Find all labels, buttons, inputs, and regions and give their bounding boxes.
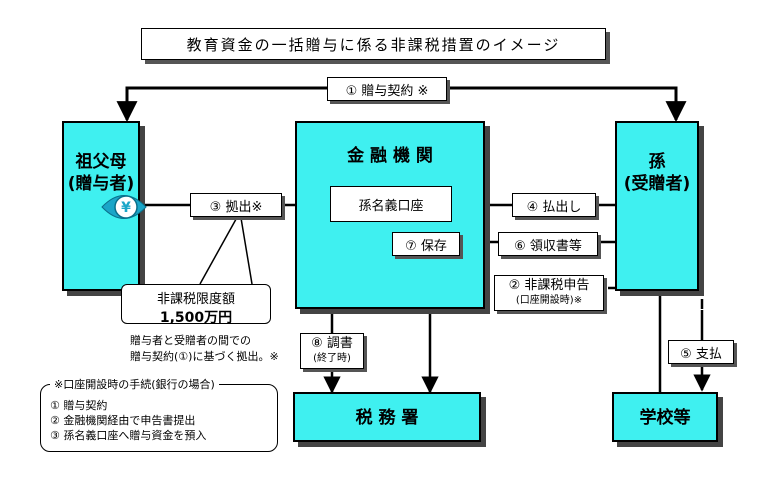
grandchild-panel [615,121,699,291]
yen-symbol: ¥ [121,200,131,216]
procedure-items: ① 贈与契約 ② 金融機関経由で申告書提出 ③ 孫名義口座へ贈与資金を預入 [50,399,207,442]
procedure-title: ※口座開設時の手続(銀行の場合) [50,376,219,392]
school-panel [612,392,718,442]
step-payment: ⑤ 支払 [668,340,734,364]
declaration-sublabel: (口座開設時)※ [515,295,583,306]
step-contract: ① 贈与契約 ※ [327,77,447,101]
contract-note: 贈与者と受贈者の間での 贈与契約(①)に基づく拠出。※ [130,334,279,363]
yen-coin-icon: ¥ [101,195,147,219]
grandparent-label: 祖父母 (贈与者) [67,152,135,194]
limit-label: 非課税限度額 [156,292,235,307]
step-report: ⑧ 調書 (終了時) [300,333,364,369]
step-withdraw: ④ 払出し [512,193,596,217]
tax-office-label: 税 務 署 [355,408,419,428]
step-deposit: ③ 拠出※ [190,193,282,217]
declaration-label: ② 非課税申告 [508,278,590,293]
tax-free-limit-box: 非課税限度額 1,500万円 [121,284,271,326]
grandchild-label: 孫 (受贈者) [623,152,691,194]
step-declaration: ② 非課税申告 (口座開設時)※ [494,275,604,311]
step-store: ⑦ 保存 [392,232,460,256]
diagram-title: 教育資金の一括贈与に係る非課税措置のイメージ [141,28,606,60]
report-sublabel: (終了時) [313,353,351,364]
grandchild-account: 孫名義口座 [330,186,452,222]
bank-label: 金 融 機 関 [347,146,433,166]
tax-office-panel [293,392,481,442]
step-receipt: ⑥ 領収書等 [498,232,598,256]
report-label: ⑧ 調書 [311,336,353,351]
school-label: 学校等 [639,408,691,428]
limit-amount: 1,500万円 [159,310,233,326]
